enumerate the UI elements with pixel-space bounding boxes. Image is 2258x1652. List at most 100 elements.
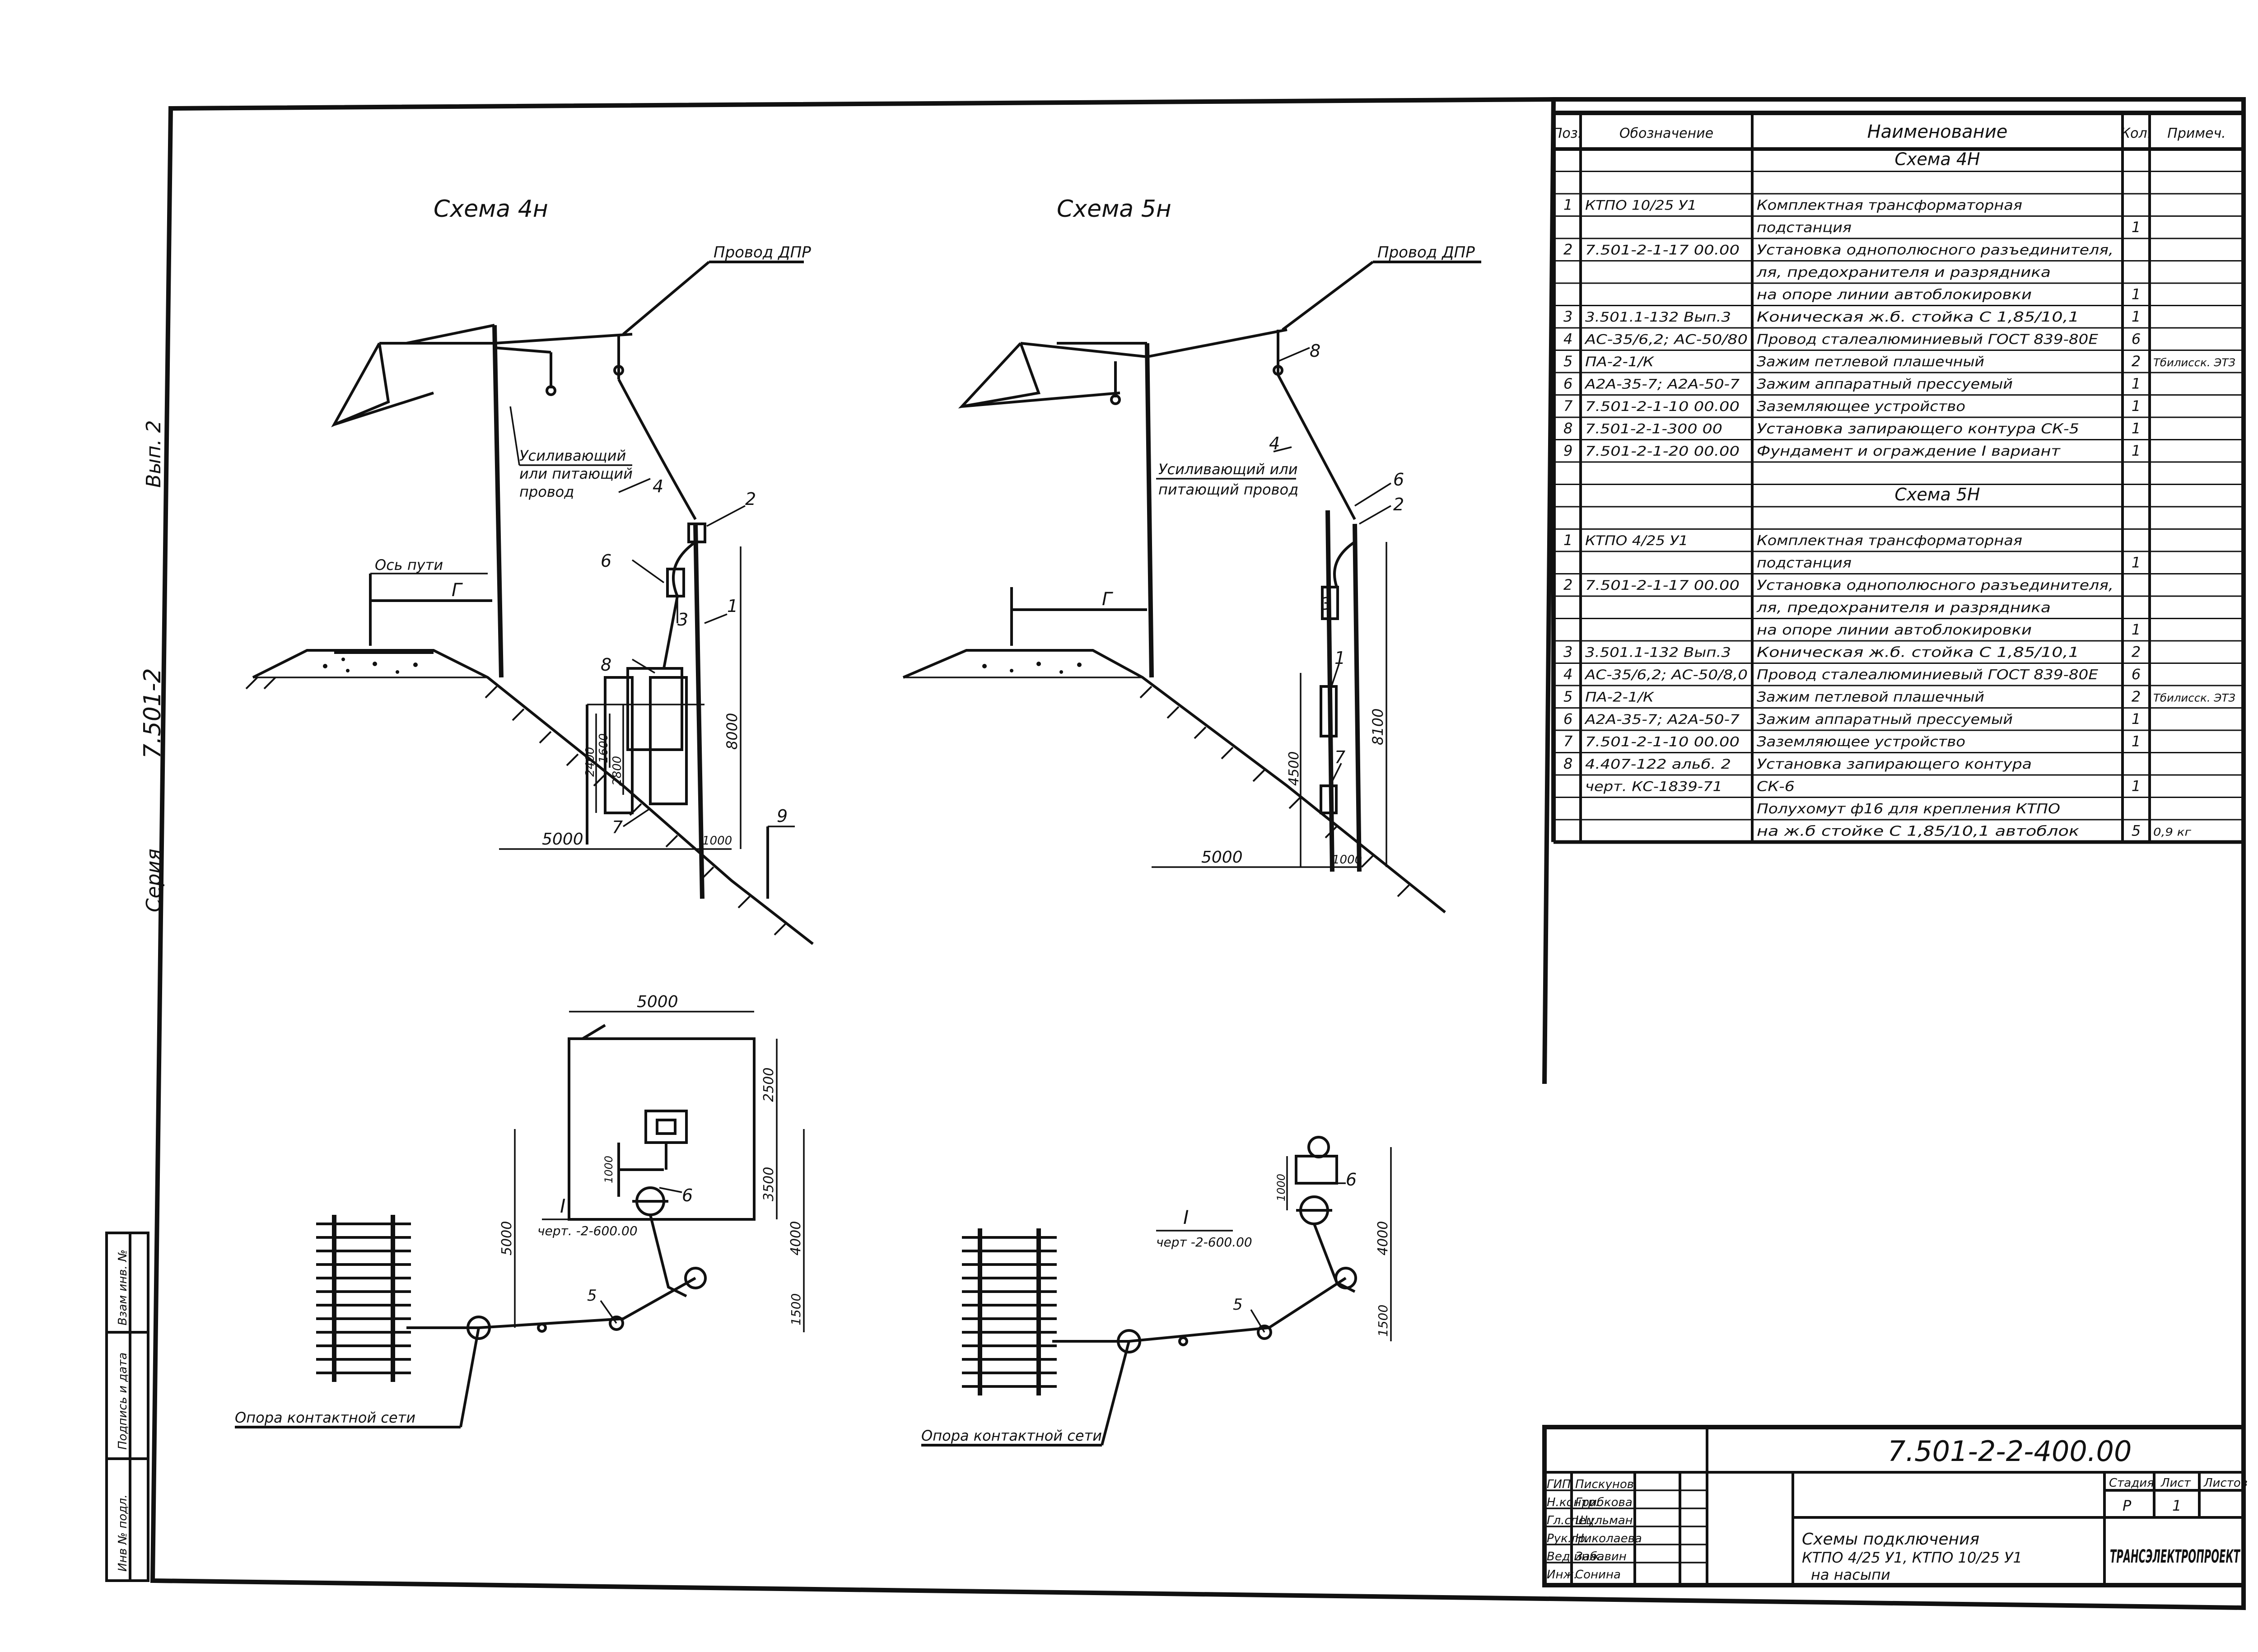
table-cell: Полухомут ф16 для крепления КТПО xyxy=(1757,801,2060,817)
table-cell: АС-35/6,2; АС-50/80 xyxy=(1584,332,1748,347)
table-cell: ПА-2-1/К xyxy=(1585,354,1655,369)
table-cell: 8 xyxy=(1563,755,1572,772)
table-cell: А2А-35-7; А2А-50-7 xyxy=(1584,377,1740,392)
table-cell: 1 xyxy=(2132,286,2141,303)
role-gip: ГИП xyxy=(1547,1478,1571,1491)
doc-code: 7.501-2-2-400.00 xyxy=(1888,1435,2132,1468)
table-cell: Коническая ж.б. стойка С 1,85/10,1 xyxy=(1757,309,2079,325)
table-cell: АС-35/6,2; АС-50/8,0 xyxy=(1584,667,1748,682)
table-cell: 4 xyxy=(1563,331,1572,348)
table-cell: КТПО 4/25 У1 xyxy=(1585,533,1688,548)
sheets-label: Листов xyxy=(2203,1476,2248,1490)
callout-3: 3 xyxy=(677,610,688,630)
sheet-value: 1 xyxy=(2172,1497,2181,1514)
name-2: Грибкова xyxy=(1575,1496,1633,1509)
seria-label: Серия xyxy=(142,849,165,912)
callout-3: 3 xyxy=(1321,594,1332,614)
plan-5n-dim-4000: 4000 xyxy=(1375,1221,1391,1255)
scheme-5n-feeder-1: Усиливающий или xyxy=(1158,461,1298,478)
table-cell: Тбилисск. ЭТЗ xyxy=(2153,356,2235,369)
table-cell: ля, предохранителя и разрядника xyxy=(1756,600,2051,616)
table-cell: 1 xyxy=(2132,375,2141,392)
table-cell: 7.501-2-1-10 00.00 xyxy=(1585,734,1740,750)
table-cell: 1 xyxy=(2132,621,2141,638)
vyp-label: Вып. 2 xyxy=(142,420,165,488)
side-stamp: Инв № подл. Подпись и дата Взам инв. № xyxy=(105,1232,149,1582)
table-cell: 4.407-122 альб. 2 xyxy=(1585,756,1731,772)
plan-4n-callout-6: 6 xyxy=(682,1185,693,1205)
table-cell: 0,9 кг xyxy=(2153,826,2191,839)
plan-4n: Опора контактной сети 5000 2500 3500 500… xyxy=(235,993,805,1428)
role-nkontr: Н.контр. xyxy=(1547,1496,1599,1509)
org-name: ТРАНСЭЛЕКТРОПРОЕКТ xyxy=(2110,1546,2240,1567)
callout-2: 2 xyxy=(1393,495,1404,514)
table-cell: Зажим аппаратный прессуемый xyxy=(1757,377,2013,392)
scheme-4n-dim-5000: 5000 xyxy=(542,830,583,849)
table-cell: 1 xyxy=(2132,778,2141,795)
table-cell: 7.501-2-1-20 00.00 xyxy=(1585,443,1740,459)
table-cell: А2А-35-7; А2А-50-7 xyxy=(1584,712,1740,727)
table-cell: 7 xyxy=(1563,397,1573,415)
table-cell: 2 xyxy=(2132,353,2141,370)
role-glspec: Гл.спец. xyxy=(1547,1514,1598,1527)
scheme-5n-callouts: 8 4 6 2 3 1 7 xyxy=(1269,341,1404,786)
plan-4n-dim-1000: 1000 xyxy=(602,1156,615,1183)
table-cell: 8 xyxy=(1563,420,1572,437)
table-cell: 1 xyxy=(1563,196,1572,214)
scheme-4n-title: Схема 4н xyxy=(434,196,548,223)
table-cell: 1 xyxy=(2132,710,2141,728)
scheme-4n-dim-2400: 2400 xyxy=(583,747,597,777)
name-1: Пискунов xyxy=(1575,1478,1634,1491)
drawing-title-1: Схемы подключения xyxy=(1802,1530,1979,1549)
callout-6: 6 xyxy=(601,551,611,571)
scheme-5n-feeder-2: питающий провод xyxy=(1158,481,1298,498)
scheme-4n-dim-2800: 2800 xyxy=(611,756,624,786)
table-header-3: Кол. xyxy=(2121,126,2151,141)
table-cell: Заземляющее устройство xyxy=(1757,399,1965,415)
table-cell: КТПО 10/25 У1 xyxy=(1585,198,1697,213)
table-cell: ля, предохранителя и разрядника xyxy=(1756,265,2051,280)
plan-5n-support-label: Опора контактной сети xyxy=(921,1427,1102,1444)
plan-4n-dim-1500: 1500 xyxy=(788,1293,803,1325)
table-cell: на опоре линии автоблокировки xyxy=(1757,622,2032,638)
plan-5n-section-ref: черт -2-600.00 xyxy=(1156,1235,1252,1250)
plan-4n-callout-5: 5 xyxy=(587,1287,597,1305)
scheme-5n-dim-8100: 8100 xyxy=(1369,709,1386,745)
table-cell: Комплектная трансформаторная xyxy=(1757,533,2022,549)
scheme-4n-feeder-2: или питающий xyxy=(519,465,633,482)
table-cell: ПА-2-1/К xyxy=(1585,690,1655,705)
stage-label: Стадия xyxy=(2109,1476,2154,1490)
table-cell: подстанция xyxy=(1757,220,1852,236)
table-header-4: Примеч. xyxy=(2167,126,2225,141)
callout-9: 9 xyxy=(777,806,788,826)
scheme-4n-feeder-3: провод xyxy=(519,483,574,500)
title-block: 7.501-2-2-400.00 ГИП Н.контр. Гл.спец. Р… xyxy=(1542,1425,2248,1587)
table-cell: 2 xyxy=(2132,644,2141,661)
table-cell: 5 xyxy=(2132,822,2141,840)
scheme-5n-dim-5000: 5000 xyxy=(1201,848,1243,867)
plan-4n-dim-4000: 4000 xyxy=(788,1221,804,1255)
table-cell: 6 xyxy=(1563,375,1572,392)
side-labels: Вып. 2 Серия 7.501-2 xyxy=(139,420,166,912)
scheme-4n-track-axis: Ось пути xyxy=(375,556,443,574)
callout-4: 4 xyxy=(653,476,663,496)
table-cell: Провод сталеалюминиевый ГОСТ 839-80Е xyxy=(1757,667,2098,683)
stamp-col-3: Взам инв. № xyxy=(116,1250,130,1325)
table-cell: 2 xyxy=(1563,576,1572,593)
callout-7: 7 xyxy=(612,817,623,837)
plan-4n-section-ref: черт. -2-600.00 xyxy=(537,1223,638,1238)
callout-7: 7 xyxy=(1334,747,1345,767)
seria-value: 7.501-2 xyxy=(139,668,166,759)
table-cell: Установка запирающего контура СК-5 xyxy=(1757,421,2079,437)
scheme-4n-elevation: Схема 4н Провод ДПР xyxy=(245,196,814,945)
table-cell: 2 xyxy=(2132,688,2141,705)
table-cell: 4 xyxy=(1563,666,1572,683)
table-cell: 6 xyxy=(2132,331,2141,348)
stamp-col-2: Подпись и дата xyxy=(116,1353,130,1450)
plan-5n-dim-1500: 1500 xyxy=(1376,1305,1390,1337)
table-cell: 3 xyxy=(1563,308,1572,325)
table-cell: 1 xyxy=(2132,219,2141,236)
callout-1: 1 xyxy=(1334,648,1345,668)
table-cell: 1 xyxy=(2132,442,2141,459)
